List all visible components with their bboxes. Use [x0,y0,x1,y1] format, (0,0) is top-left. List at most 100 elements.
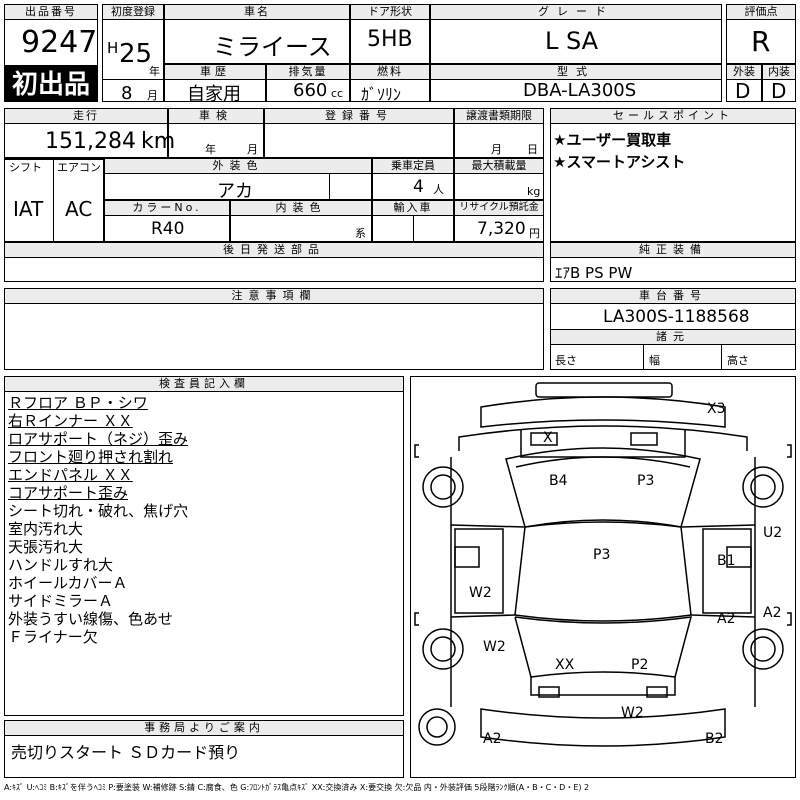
mark-b2: B2 [705,731,724,747]
shift-label: シフト [9,161,42,174]
inspector-notes: Ｒフロア ＢＰ・シワ 右Ｒインナー ＸＸ ロアサポート（ネジ）歪み フロント廻り… [8,394,388,646]
load-cell: 最大積載量 kg [454,158,544,200]
length-label: 長さ [555,354,577,367]
year-unit: 年 [149,65,160,78]
transfer-month-unit: 月 [491,143,502,156]
inspector-line: ロアサポート（ネジ）歪み [8,430,189,448]
mark-w2-left: W2 [469,585,492,601]
mark-a2-right: A2 [763,605,782,621]
car-name-cell: 車名 ミライース [164,4,350,64]
mileage-label: 走行 [5,109,167,124]
first-reg-cell: 初度登録 H 25 年 8 月 [102,4,164,104]
office-label: 事務局よりご案内 [5,721,403,736]
displacement-cell: 排気量 660 cc [266,64,350,102]
chassis-label: 車台番号 [551,289,795,304]
inspector-line: ハンドルすれ大 [8,556,114,574]
month-unit: 月 [147,89,158,102]
height-label: 高さ [727,354,749,367]
lot-number: 9247 [21,25,98,60]
equip-label: 純正装備 [551,243,795,258]
reg-year: 25 [119,39,153,69]
interior-label: 内装 [763,65,795,80]
lot-number-label: 出品番号 [5,5,97,20]
load-unit: kg [527,185,541,198]
history: 自家用 [187,84,241,105]
door-label: ドア形状 [351,5,429,20]
recycle-cell: リサイクル預託金 7,320 円 [454,200,544,242]
history-cell: 車歴 自家用 [164,64,266,105]
inspector-line: エンドパネル ＸＸ [8,466,133,484]
caution-cell: 注意事項欄 [4,288,544,370]
first-listing-badge: 初出品 [4,66,98,102]
door-cell: ドア形状 5HB [350,4,430,64]
chassis-cell: 車台番号 LA300S-1188568 諸元 長さ 幅 高さ [550,288,796,370]
inspection-cell: 車検 年 月 [168,108,264,158]
recycle-label: リサイクル預託金 [455,201,543,216]
mark-w2-rear: W2 [621,705,644,721]
sales-points-cell: セールスポイント ★ユーザー買取車 ★スマートアシスト [550,108,796,242]
mileage: 151,284 [45,129,136,154]
mark-p3-mid: P3 [593,547,611,563]
mark-x: X [543,430,553,446]
ext-color-label: 外装色 [105,159,371,174]
mark-b4: B4 [549,473,568,489]
ext-color: アカ [217,181,253,202]
office-text: 売切りスタート ＳＤカード預り [11,743,241,762]
import-label: 輸入車 [373,201,453,216]
inspector-line: 外装うすい線傷、色あせ [8,610,174,628]
inspector-line: 右Ｒインナー ＸＸ [8,412,133,430]
mark-a2-rear: A2 [483,731,502,747]
insp-month-unit: 月 [247,143,258,156]
mark-a2-mid: A2 [717,611,736,627]
mileage-unit: km [141,129,176,154]
inspector-line: ホイールカバーＡ [8,574,128,592]
equipment-cell: 純正装備 ｴｱB PS PW [550,242,796,282]
insp-year-unit: 年 [205,143,216,156]
era: H [107,39,119,57]
legend: A:ｷｽﾞ U:ﾍｺﾐ B:ｷｽﾞを伴うﾍｺﾐ P:要塗装 W:補修跡 S:錆 … [4,783,590,792]
mark-p2: P2 [631,657,649,673]
exterior-score: D [735,79,751,103]
car-name-label: 車名 [165,5,349,20]
exterior-label: 外装 [727,65,761,80]
int-color-unit: 系 [355,227,366,240]
reg-month: 8 [121,83,133,104]
fuel-label: 燃料 [351,65,429,80]
inspector-line: シート切れ・破れ、焦げ穴 [8,502,189,520]
sales-point-2: ★スマートアシスト [553,153,686,171]
displacement-label: 排気量 [267,65,349,80]
import-cell: 輸入車 [372,200,454,242]
ext-color-cell: 外装色 アカ [104,158,372,202]
mark-u2: U2 [763,525,783,541]
office-cell: 事務局よりご案内 売切りスタート ＳＤカード預り [4,720,404,778]
capacity-unit: 人 [433,183,444,196]
mark-w2-left-lower: W2 [483,639,506,655]
later-parts-cell: 後日発送部品 [4,242,544,282]
fuel-cell: 燃料 ｶﾞｿﾘﾝ [350,64,430,104]
model-cell: 型式 DBA-LA300S [430,64,722,102]
aircon: AC [65,197,93,221]
interior-score: D [771,79,787,103]
history-label: 車歴 [165,65,265,80]
inspector-line: Ｆライナー欠 [8,628,98,646]
lot-number-cell: 出品番号 9247 [4,4,98,66]
mark-p3-top: P3 [637,473,655,489]
displacement-unit: cc [331,87,344,100]
sales-point-1: ★ユーザー買取車 [553,131,672,149]
transfer-day-unit: 日 [527,143,538,156]
shift-aircon-cell: シフト エアコン IAT AC [4,158,104,242]
mileage-cell: 走行 151,284 km [4,108,175,158]
recycle-unit: 円 [529,227,540,240]
transfer-label: 譲渡書類期限 [455,109,543,124]
grade: L SA [545,27,599,55]
width-label: 幅 [649,354,660,367]
capacity-cell: 乗車定員 4 人 [372,158,454,200]
score-label: 評価点 [727,5,795,20]
inspection-label: 車検 [169,109,263,124]
int-color-label: 内装色 [231,201,371,216]
score-cell: 評価点 R [726,4,796,64]
inspector-cell: 検査員記入欄 [4,376,404,716]
int-score-cell: 内装 D [762,64,796,103]
displacement: 660 [293,80,328,101]
color-no: R40 [151,219,185,239]
